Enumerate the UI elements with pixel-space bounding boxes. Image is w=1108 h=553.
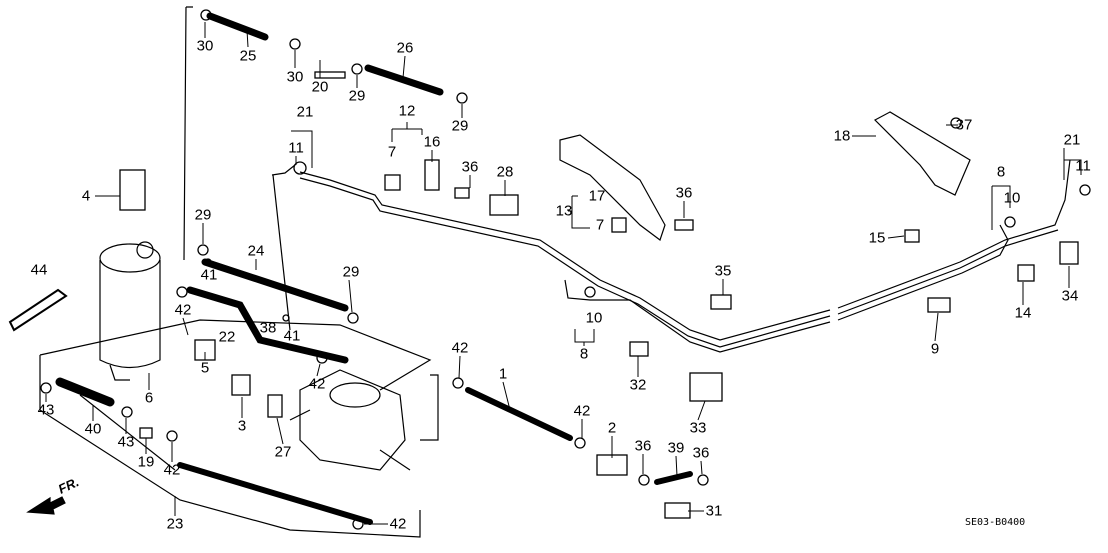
callout-label: 13 [555,202,573,220]
callout-label: 24 [247,242,265,260]
callout-label: 28 [496,163,514,181]
callout-label: 34 [1061,287,1079,305]
callout-label: 43 [37,401,55,419]
callout-label: 30 [286,68,304,86]
callout-label: 14 [1014,304,1032,322]
hose-44 [8,288,68,332]
callout-label: 42 [308,375,326,393]
front-direction-arrow [26,496,66,515]
callout-label: 42 [174,301,192,319]
callout-label: 23 [166,515,184,533]
callout-label: 5 [200,359,210,377]
hose-23 [177,462,373,525]
callout-label: 36 [461,158,479,176]
callout-label: 38 [259,319,277,337]
throttle-body [289,369,411,471]
callout-label: 12 [398,102,416,120]
hose-40 [55,377,115,407]
callout-label: 3 [237,417,247,435]
callout-label: 42 [451,339,469,357]
callout-label: 15 [868,229,886,247]
callout-label: 33 [689,419,707,437]
callout-label: 36 [634,437,652,455]
callout-label: 4 [81,187,91,205]
callout-label: 7 [387,143,397,161]
callout-label: 32 [629,376,647,394]
hose-24 [201,258,349,312]
callout-label: 29 [342,263,360,281]
callout-label: 7 [595,216,605,234]
callout-label: 8 [579,345,589,363]
callout-label: 17 [588,187,606,205]
callout-label: 35 [714,262,732,280]
callout-label: 9 [930,340,940,358]
hose-22 [186,286,349,364]
callout-label: 8 [996,163,1006,181]
callout-label: 36 [692,444,710,462]
callout-label: 21 [1063,131,1081,149]
canister [99,241,161,381]
reference-line [272,174,291,331]
callout-label: 42 [573,402,591,420]
reference-line [183,6,193,261]
callout-label: 36 [675,184,693,202]
callout-label: 1 [498,365,508,383]
callout-label: 41 [200,266,218,284]
callout-label: 31 [705,502,723,520]
reference-line [420,374,439,441]
callout-label: 6 [144,389,154,407]
callout-label: 16 [423,133,441,151]
hose-25 [206,12,269,41]
reference-line [39,319,432,410]
callout-label: 29 [451,117,469,135]
leader-lines [45,22,1082,525]
callout-label: 20 [311,78,329,96]
callout-label: 26 [396,39,414,57]
callout-label: 2 [607,419,617,437]
callout-label: 25 [239,47,257,65]
callout-label: 11 [288,139,304,157]
hose-39 [654,471,693,485]
cover-13 [559,134,666,241]
callout-label: 11 [1075,157,1091,175]
callout-label: 27 [274,443,292,461]
callout-label: 43 [117,433,135,451]
callout-label: 37 [955,116,973,134]
fuel-line [299,177,1059,348]
callout-label: 10 [1003,189,1021,207]
callout-label: 44 [30,261,48,279]
clamps [40,9,1091,530]
callout-label: 42 [389,515,407,533]
reference-line [39,394,421,538]
fuel-line [564,224,1009,353]
callout-label: 19 [137,453,155,471]
cover-18 [874,111,971,196]
diagram-code: SE03-B0400 [965,517,1026,528]
callout-label: 30 [196,37,214,55]
callout-label: 42 [163,461,181,479]
fuel-line [299,159,1071,341]
callout-label: 21 [296,103,314,121]
callout-label: 40 [84,420,102,438]
callout-label: 22 [218,328,236,346]
callout-label: 10 [585,309,603,327]
callout-label: 39 [667,439,685,457]
fuel-line [271,164,296,176]
callout-label: 29 [194,206,212,224]
callout-label: 29 [348,87,366,105]
callout-label: 18 [833,127,851,145]
hose-1 [465,387,573,441]
callout-label: 41 [283,327,301,345]
hose-26 [364,64,444,96]
